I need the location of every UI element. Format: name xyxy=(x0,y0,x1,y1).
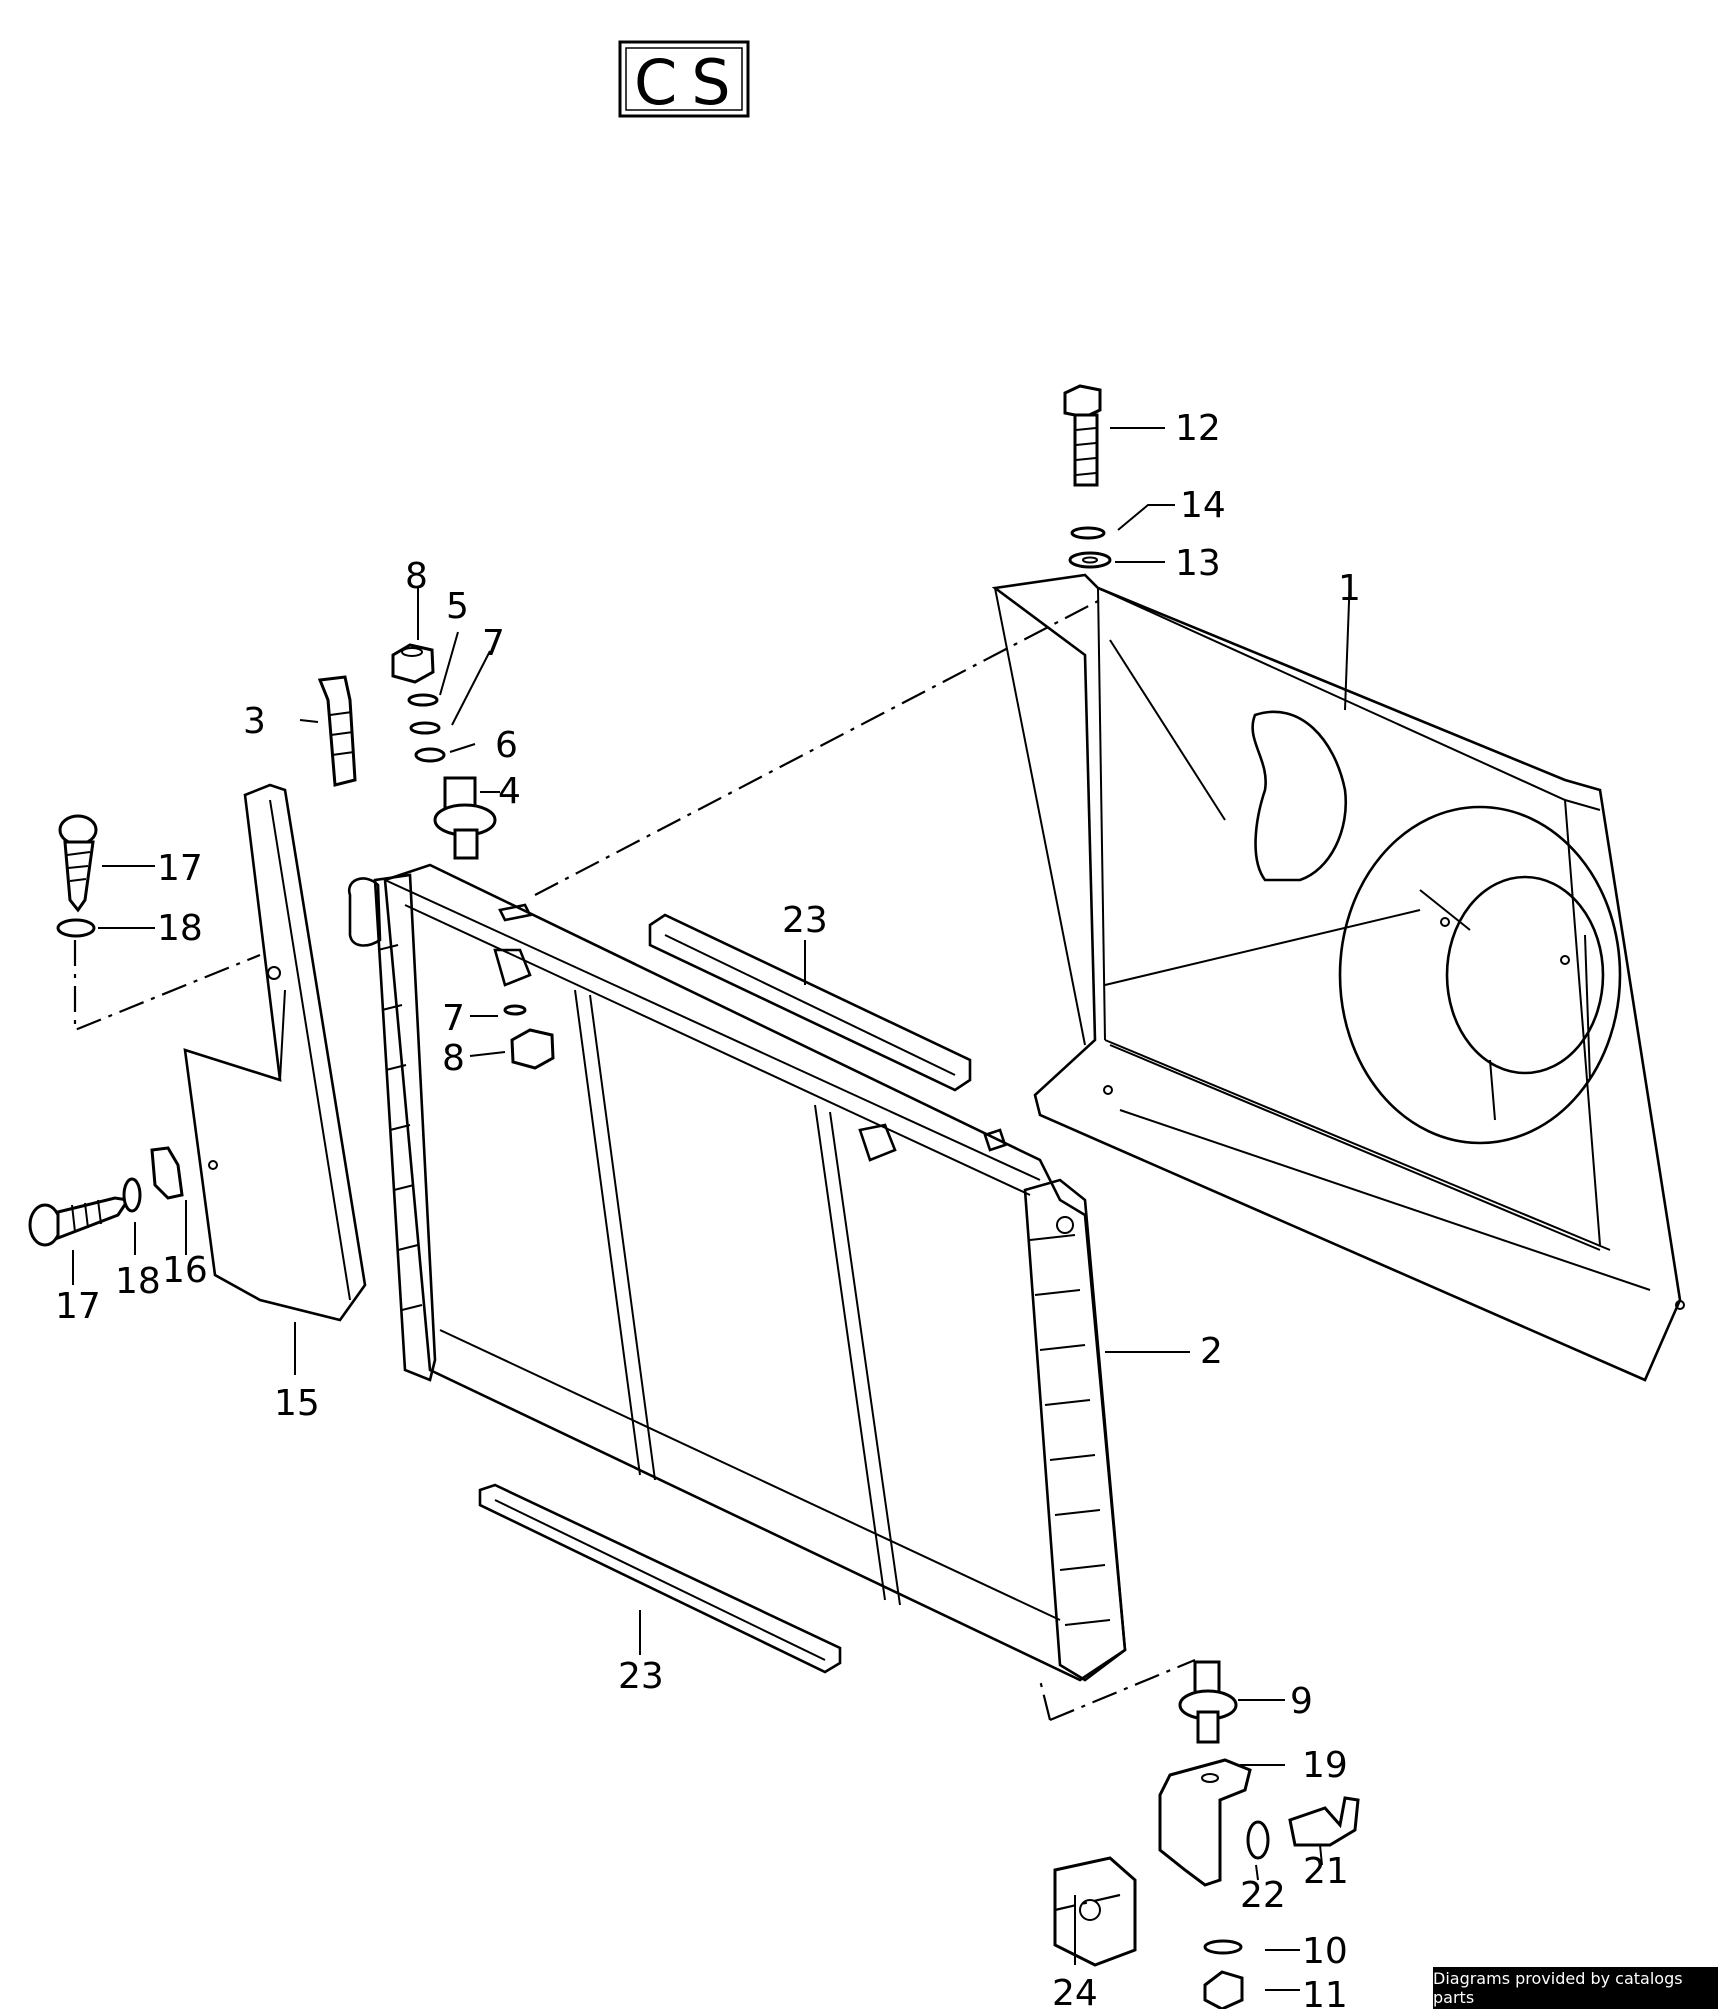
callout-23a: 23 xyxy=(782,900,828,941)
callout-4: 4 xyxy=(498,771,521,812)
callouts: 1 2 3 4 5 6 7 7 8 8 9 10 11 12 14 13 15 … xyxy=(55,408,1361,2009)
callout-16: 16 xyxy=(162,1250,208,1291)
callout-5: 5 xyxy=(446,586,469,627)
nut-lower xyxy=(503,1004,555,1070)
callout-13: 13 xyxy=(1175,543,1221,584)
diagram-code: CS xyxy=(634,46,745,119)
assembly-lines xyxy=(73,599,1196,1912)
foam-strip-upper xyxy=(648,913,972,1092)
callout-18b: 18 xyxy=(115,1261,161,1302)
callout-6: 6 xyxy=(495,725,518,766)
callout-3: 3 xyxy=(243,701,266,742)
screw-lower xyxy=(28,1146,184,1247)
bleed-fitting xyxy=(317,675,357,787)
callout-10: 10 xyxy=(1302,1931,1348,1972)
callout-18a: 18 xyxy=(157,908,203,949)
bolt-top xyxy=(1063,384,1112,569)
callout-19: 19 xyxy=(1302,1745,1348,1786)
callout-7b: 7 xyxy=(442,998,465,1039)
callout-12: 12 xyxy=(1175,408,1221,449)
callout-11: 11 xyxy=(1302,1975,1348,2009)
callout-8a: 8 xyxy=(405,556,428,597)
rubber-mount-upper xyxy=(433,776,497,860)
callout-21: 21 xyxy=(1303,1851,1349,1892)
callout-23b: 23 xyxy=(618,1656,664,1697)
callout-17b: 17 xyxy=(55,1286,101,1327)
callout-2: 2 xyxy=(1200,1331,1223,1372)
callout-15: 15 xyxy=(274,1383,320,1424)
screw-upper xyxy=(56,814,98,938)
foam-strip-lower xyxy=(478,1483,842,1674)
callout-22: 22 xyxy=(1240,1875,1286,1916)
diagram-code-box: CS xyxy=(618,40,750,119)
leader-lines xyxy=(72,427,1351,1991)
side-baffle xyxy=(183,783,367,1322)
callout-9: 9 xyxy=(1290,1681,1313,1722)
callout-17a: 17 xyxy=(157,848,203,889)
callout-8b: 8 xyxy=(442,1038,465,1079)
nut-upper xyxy=(391,643,435,684)
callout-24: 24 xyxy=(1052,1973,1098,2009)
footer-credit: Diagrams provided by catalogs parts xyxy=(1433,1967,1718,2009)
fan-shroud xyxy=(991,573,1685,1382)
radiator xyxy=(347,863,1127,1682)
washers-upper xyxy=(407,693,446,763)
callout-14: 14 xyxy=(1180,485,1226,526)
callout-1: 1 xyxy=(1338,568,1361,609)
callout-7a: 7 xyxy=(482,623,505,664)
